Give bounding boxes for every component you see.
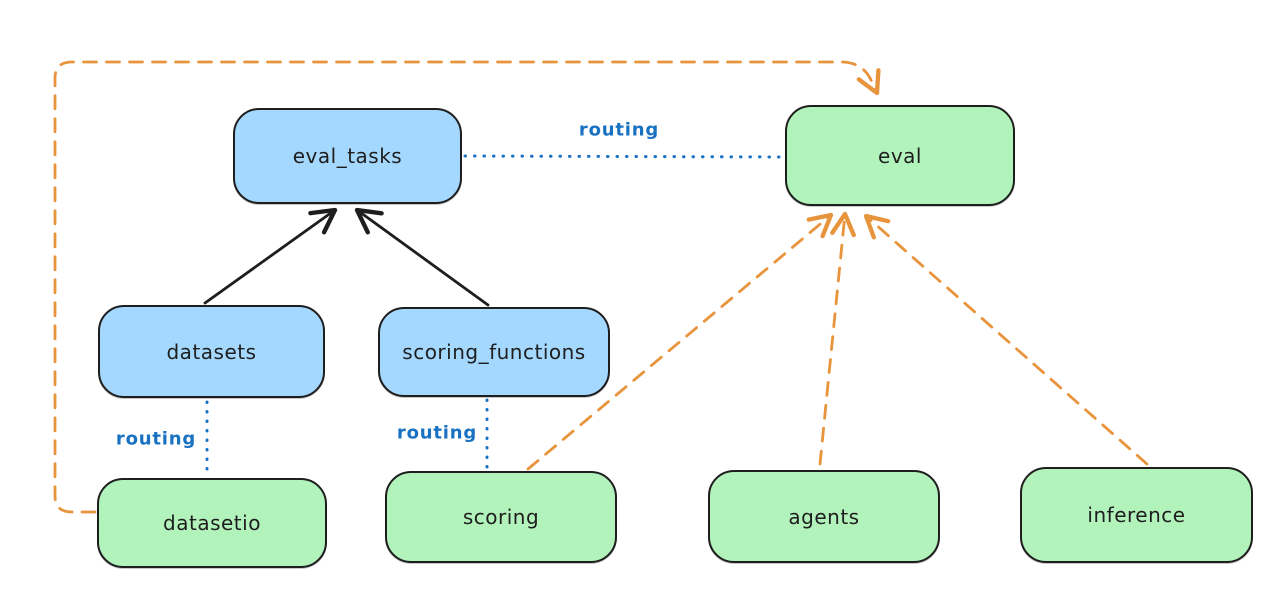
node-inference[interactable]: inference [1020,467,1253,563]
edge-inference-to-eval[interactable] [863,213,1149,466]
node-scoring-functions-label: scoring_functions [402,340,586,364]
edge-label-scoring-functions-scoring: routing [396,422,478,444]
node-datasets[interactable]: datasets [98,305,325,398]
node-datasets-label: datasets [166,339,257,364]
node-datasetio[interactable]: datasetio [97,478,327,568]
node-agents-label: agents [788,504,860,529]
node-datasetio-label: datasetio [163,511,261,535]
edge-datasets-to-eval-tasks[interactable] [203,207,338,305]
edge-label-eval-tasks-eval: routing [578,119,660,141]
node-eval-tasks[interactable]: eval_tasks [233,108,462,204]
node-eval-tasks-label: eval_tasks [292,144,403,168]
node-agents[interactable]: agents [708,470,940,563]
edge-agents-to-eval[interactable] [818,211,856,466]
node-scoring-label: scoring [462,505,540,529]
node-scoring[interactable]: scoring [385,471,617,563]
edge-label-datasets-datasetio: routing [115,428,197,450]
edge-scoring-functions-to-eval-tasks[interactable] [354,207,490,307]
node-scoring-functions[interactable]: scoring_functions [378,307,610,397]
edge-scoring-to-eval[interactable] [526,212,834,471]
edge-eval-tasks-to-eval-routing[interactable] [463,154,784,159]
node-inference-label: inference [1087,503,1186,527]
node-eval-label: eval [878,143,922,168]
node-eval[interactable]: eval [785,105,1015,206]
edge-datasetio-to-eval[interactable] [53,60,881,514]
